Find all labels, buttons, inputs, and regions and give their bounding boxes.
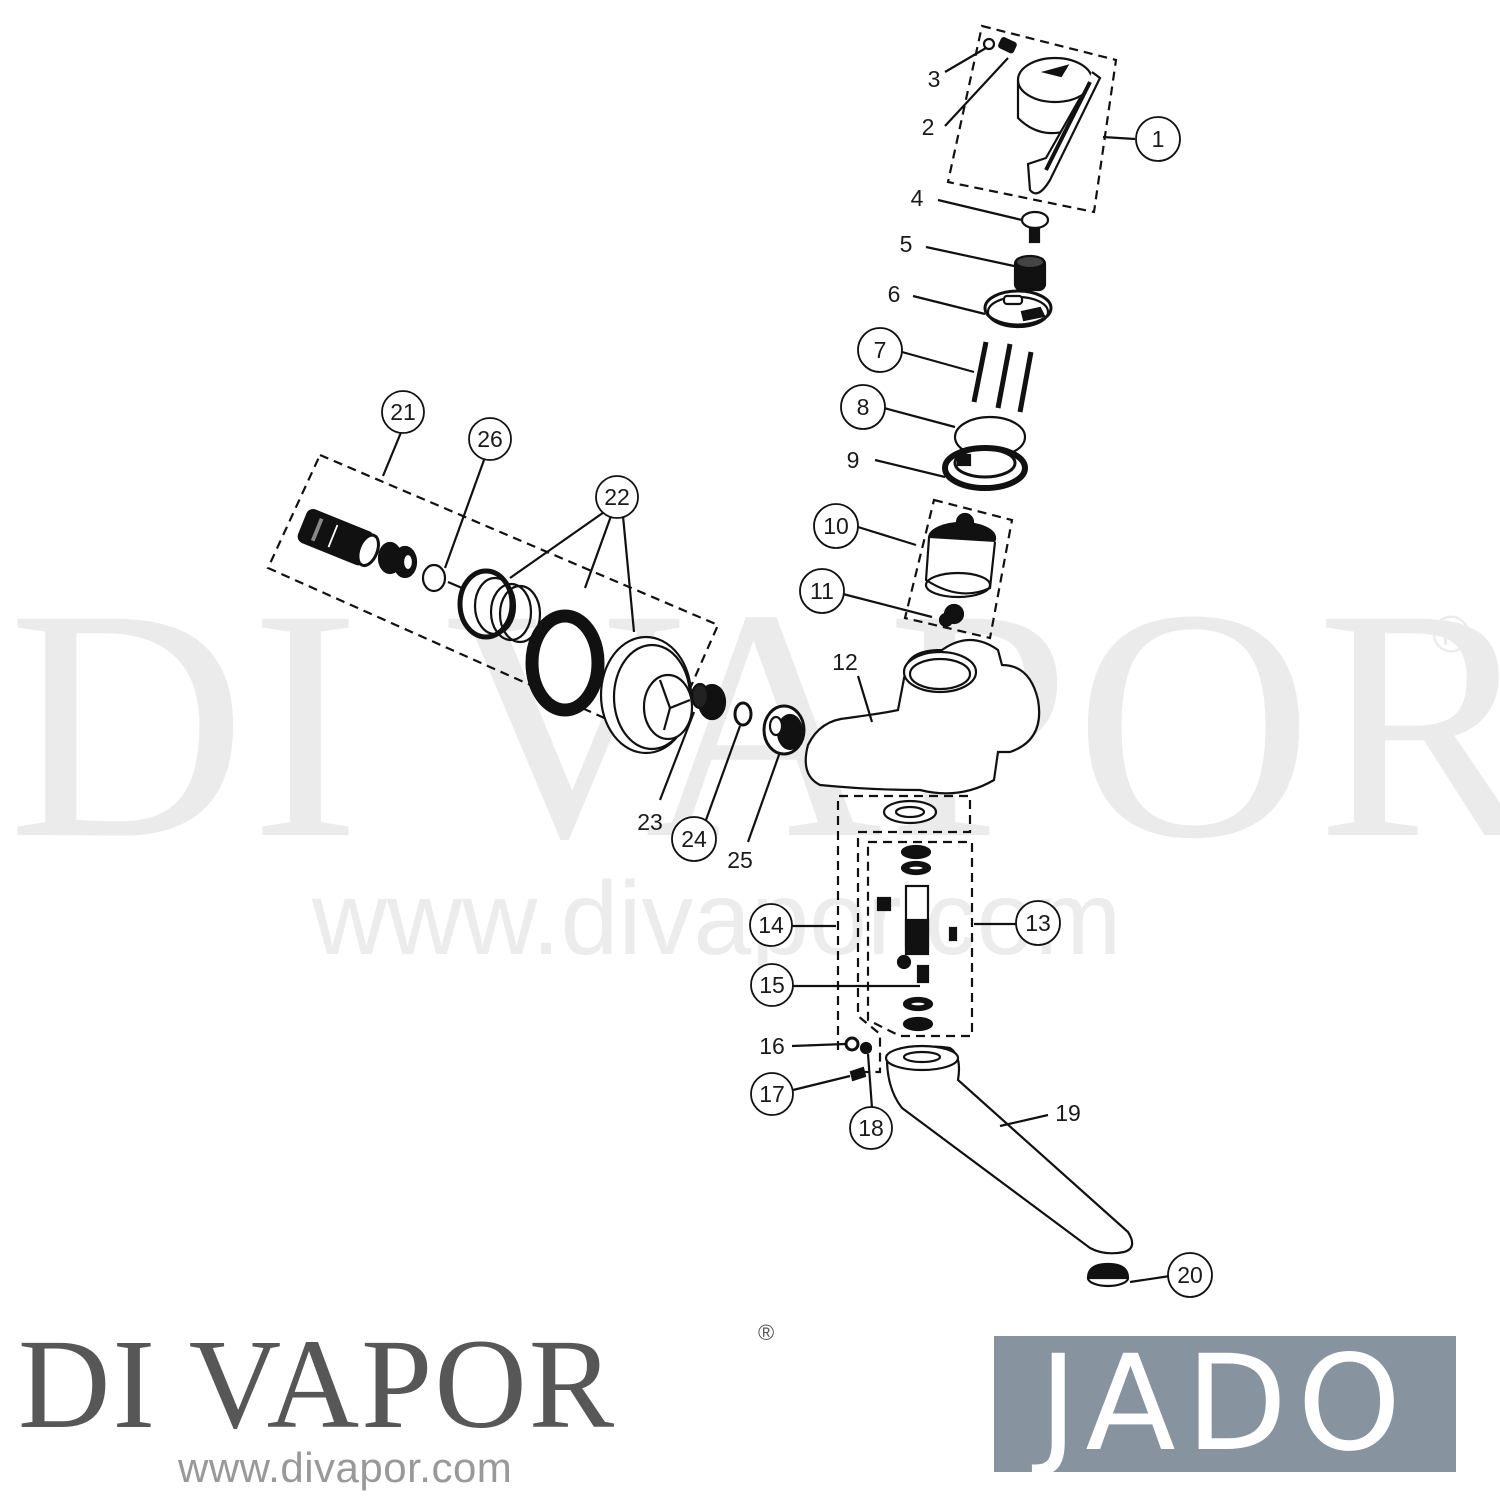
callout-18 [849,1106,893,1150]
part-6-cover-plate [983,289,1053,329]
callout-10 [813,503,859,549]
part-24-o-ring [733,701,753,727]
label-2: 2 [922,114,935,140]
label-3: 3 [928,66,941,92]
callout-24 [671,816,717,862]
callout-14 [749,903,793,947]
callout-22 [595,475,639,519]
jado-logo: JADO [994,1336,1456,1472]
label-13: 13 [1025,910,1051,936]
label-19: 19 [1055,1100,1081,1126]
label-9: 9 [847,447,860,473]
part-5-adapter [1013,254,1047,292]
callout-20 [1167,1252,1213,1298]
leader-1 [1102,135,1136,141]
part-16-ball [844,1036,860,1052]
divapor-url: www.divapor.com [178,1444,513,1491]
part-13-diverter-cartridge [866,840,974,1038]
callout-8 [840,384,886,430]
part-10-cartridge [903,498,1014,640]
label-16: 16 [759,1033,785,1059]
part-11-small-seal [938,603,965,628]
label-15: 15 [759,972,785,998]
jado-logo-text: JADO [1038,1327,1412,1481]
exploded-parts-diagram: 1 2 3 4 5 6 7 8 9 10 11 12 13 14 15 16 1… [266,24,1213,1298]
label-7: 7 [874,337,887,363]
label-17: 17 [759,1081,785,1107]
callout-13 [1015,900,1061,946]
label-26: 26 [477,426,503,452]
part-25-hex-nut [762,704,806,756]
divapor-logo: DI VAPOR ® www.divapor.com [18,1313,774,1492]
label-4: 4 [911,185,924,211]
part-9-base-ring [942,445,1028,491]
part-14-diverter-assembly [836,794,972,1074]
label-8: 8 [857,394,870,420]
callout-26 [468,417,512,461]
part-17-pin [849,1066,867,1082]
label-1: 1 [1152,126,1165,152]
leader-2 [944,57,1009,127]
part-23-nut [690,682,727,721]
label-12: 12 [832,649,858,675]
callout-17 [750,1072,794,1116]
label-14: 14 [758,912,784,938]
label-20: 20 [1177,1262,1203,1288]
label-22: 22 [604,484,630,510]
part-19-spout [884,1044,1134,1255]
part-20-aerator [1086,1262,1130,1288]
label-18: 18 [858,1115,884,1141]
part-1-lever-handle [946,24,1118,214]
divapor-logo-text: DI VAPOR [18,1313,617,1455]
label-25: 25 [727,847,753,873]
callout-15 [750,963,794,1007]
callout-21 [381,390,425,434]
part-22-seal-rings [457,568,694,755]
part-4-screw [1020,210,1050,244]
label-21: 21 [390,399,416,425]
divapor-registered-mark: ® [758,1320,775,1345]
leader-3 [944,47,987,73]
label-10: 10 [823,513,849,539]
label-5: 5 [900,231,913,257]
label-24: 24 [681,826,707,852]
callout-numbers: 1 2 3 4 5 6 7 8 9 10 11 12 13 14 15 16 1… [390,66,1203,1288]
part-26-o-ring [421,563,447,593]
part-12-tap-body [804,639,1041,795]
callout-labels [381,116,1213,1298]
label-23: 23 [637,809,663,835]
callout-11 [799,568,845,614]
part-18-screw [859,1041,873,1055]
part-7-bolts [971,341,1034,413]
callout-1 [1135,116,1181,162]
label-11: 11 [810,578,834,604]
callout-7 [857,327,903,373]
label-6: 6 [888,281,901,307]
